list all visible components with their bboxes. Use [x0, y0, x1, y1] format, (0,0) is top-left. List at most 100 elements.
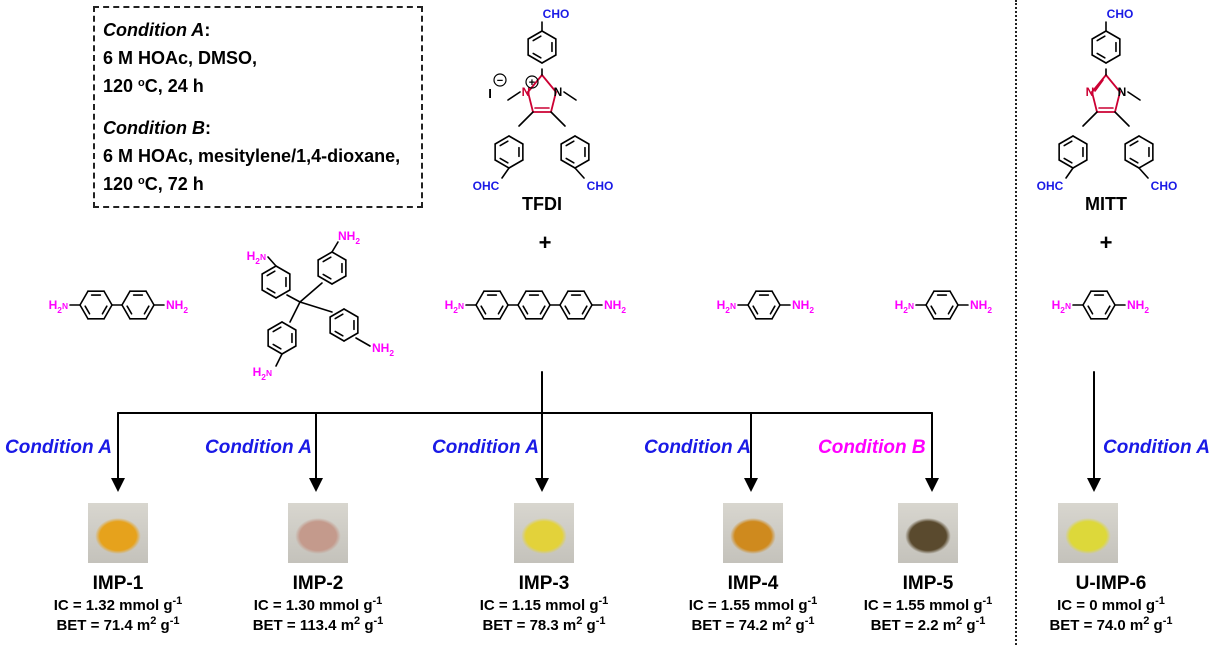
bond-128: [355, 337, 371, 347]
condition-a-title: Condition A: [103, 20, 205, 40]
bond-191: [1063, 157, 1073, 164]
product-bet: BET = 2.2 m2 g-1: [870, 615, 986, 635]
bond-2: [101, 305, 108, 315]
bond-182: [1091, 30, 1107, 40]
bond-58: [747, 290, 757, 306]
product-imp-1: IMP-1 IC = 1.32 mmol g-1 BET = 71.4 m2 g…: [33, 572, 203, 636]
atom-label: H2N: [895, 298, 914, 315]
plus-charge: +: [529, 77, 535, 89]
product-ic: IC = 1.55 mmol g-1: [688, 595, 818, 615]
bond-57: [752, 305, 759, 315]
bond-172: [1091, 91, 1098, 113]
bond-64: [949, 304, 959, 320]
bond-26: [480, 305, 487, 315]
arrow-4-head: [744, 478, 758, 492]
section-divider: [1015, 0, 1017, 645]
bond-25: [475, 304, 485, 320]
bond-189: [1082, 111, 1098, 127]
bond-11: [145, 304, 155, 320]
arrow-label-2: Condition A: [205, 437, 312, 458]
bond-106: [267, 321, 283, 331]
bond-135: [563, 91, 577, 101]
bond-116: [334, 313, 344, 320]
nitrogen-label: N: [554, 85, 563, 99]
product-bet: BET = 113.4 m2 g-1: [252, 615, 384, 635]
bond-195: [1072, 135, 1088, 145]
bond-141: [527, 30, 543, 40]
bond-171: [1105, 74, 1121, 93]
cho-label: CHO: [587, 179, 614, 193]
cho-label: CHO: [1107, 7, 1134, 21]
bond-150: [499, 157, 509, 164]
bond-142: [532, 35, 542, 42]
bond-6: [79, 290, 89, 306]
product-photo-imp-5: [898, 503, 958, 563]
bond-108: [281, 321, 297, 331]
bond-170: [1091, 74, 1107, 93]
bond-148: [518, 111, 534, 127]
bond-159: [550, 111, 566, 127]
positive-charge: [525, 75, 539, 89]
bond-54: [769, 305, 776, 315]
bond-36: [522, 305, 529, 315]
product-name: IMP-1: [92, 573, 144, 594]
arrow-label-5: Condition B: [818, 437, 926, 458]
plus-sign-right: +: [1099, 230, 1113, 255]
bond-183: [1096, 35, 1106, 42]
bond-168: [574, 159, 590, 169]
bond-209: [1138, 159, 1154, 169]
bond-146: [541, 54, 557, 64]
product-bet: BET = 74.0 m2 g-1: [1049, 615, 1173, 635]
product-u-imp-6: U-IMP-6 IC = 0 mmol g-1 BET = 74.0 m2 g-…: [1026, 572, 1196, 636]
bond-164: [565, 140, 575, 147]
bond-165: [574, 135, 590, 145]
product-ic: IC = 1.30 mmol g-1: [253, 595, 383, 615]
bond-102: [331, 275, 347, 285]
bond-187: [1105, 54, 1121, 64]
atom-label: NH2: [1127, 298, 1149, 315]
bond-121: [286, 294, 301, 303]
bond-4: [79, 304, 89, 320]
product-imp-5: IMP-5 IC = 1.55 mmol g-1 BET = 2.2 m2 g-…: [843, 572, 1013, 636]
atom-label: NH2: [970, 298, 992, 315]
product-imp-3: IMP-3 IC = 1.15 mmol g-1 BET = 78.3 m2 g…: [459, 572, 629, 636]
conditions-box: Condition A: 6 M HOAc, DMSO, 120 oC, 24 …: [93, 6, 423, 208]
bond-179: [1091, 54, 1107, 64]
bond-205: [1129, 140, 1139, 147]
bond-201: [1124, 159, 1140, 169]
bond-143: [541, 30, 557, 40]
product-photo-imp-4: [723, 503, 783, 563]
bond-169: [574, 167, 585, 179]
bond-5: [84, 305, 91, 315]
bond-90: [275, 265, 291, 275]
product-ic: IC = 1.32 mmol g-1: [53, 595, 183, 615]
arrow-label-3: Condition A: [432, 437, 539, 458]
condition-a-temp: 120 oC, 24 h: [103, 76, 204, 96]
bond-45: [559, 304, 569, 320]
arrow-label-6: Condition A: [1103, 437, 1210, 458]
bond-138: [527, 54, 543, 64]
atom-label: H2N: [1052, 298, 1071, 315]
bond-210: [1138, 167, 1149, 179]
bond-75: [1106, 304, 1116, 320]
product-bet: BET = 78.3 m2 g-1: [482, 615, 606, 635]
bond-9: [103, 290, 113, 306]
condition-b-temp: 120 oC, 72 h: [103, 174, 204, 194]
product-photo-imp-3: [514, 503, 574, 563]
bond-27: [475, 290, 485, 306]
bond-56: [747, 304, 757, 320]
bond-104: [272, 343, 282, 350]
nitrogen-label: N: [1118, 85, 1127, 99]
product-bet: BET = 71.4 m2 g-1: [56, 615, 180, 635]
bond-130: [541, 74, 557, 93]
bond-95: [322, 273, 332, 280]
bond-16: [121, 290, 131, 306]
bond-122: [299, 282, 323, 303]
bond-83: [1106, 290, 1116, 306]
product-ic: IC = 1.15 mmol g-1: [479, 595, 609, 615]
bond-32: [541, 304, 551, 320]
product-imp-4: IMP-4 IC = 1.55 mmol g-1 BET = 74.2 m2 g…: [668, 572, 838, 636]
atom-label: H2N: [253, 365, 272, 382]
bond-47: [559, 290, 569, 306]
bond-53: [771, 304, 781, 320]
